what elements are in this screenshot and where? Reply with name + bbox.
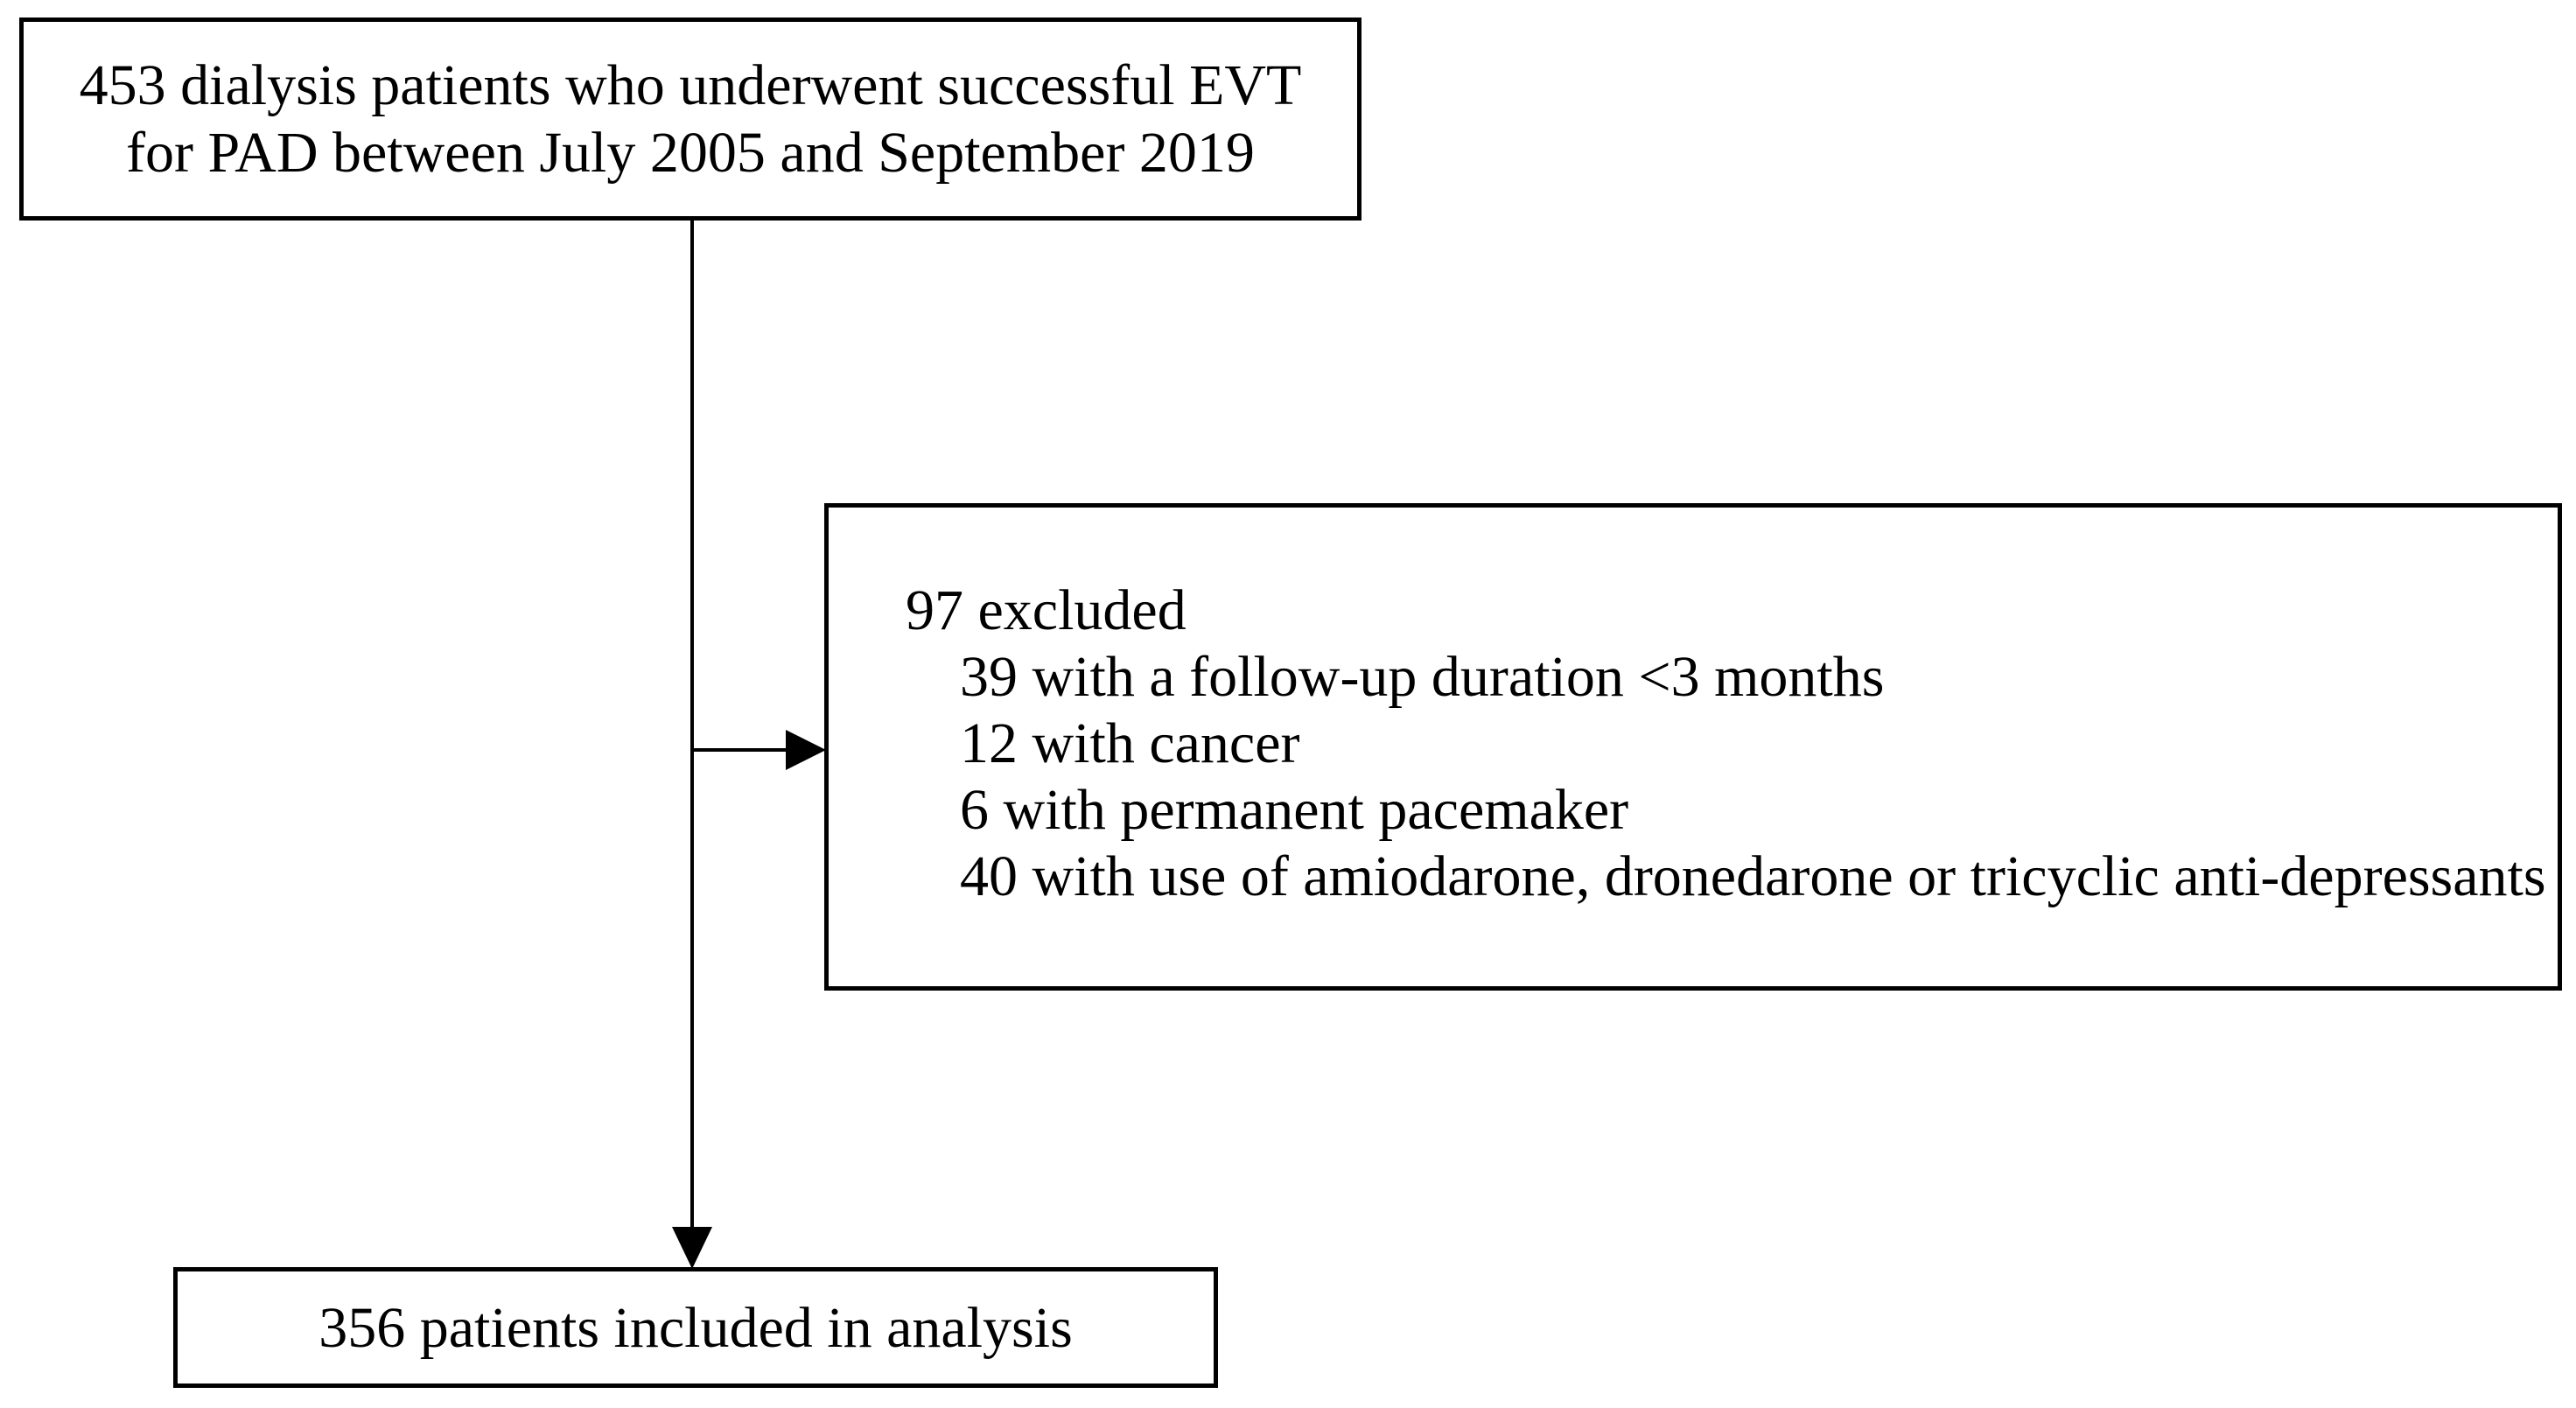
included-box: 356 patients included in analysis bbox=[173, 1267, 1218, 1388]
down-arrowhead-icon bbox=[672, 1227, 712, 1269]
exclusion-box: 97 excluded 39 with a follow-up duration… bbox=[824, 503, 2562, 991]
enrollment-line-2: for PAD between July 2005 and September … bbox=[126, 121, 1255, 185]
right-arrowhead-icon bbox=[786, 730, 826, 770]
included-text: 356 patients included in analysis bbox=[318, 1295, 1073, 1360]
exclusion-item-cancer: 12 with cancer bbox=[960, 711, 1300, 775]
exclusion-header: 97 excluded bbox=[906, 578, 1186, 642]
exclusion-item-medications: 40 with use of amiodarone, dronedarone o… bbox=[960, 844, 2546, 908]
exclusion-item-pacemaker: 6 with permanent pacemaker bbox=[960, 778, 1629, 842]
enrollment-line-1: 453 dialysis patients who underwent succ… bbox=[79, 53, 1302, 117]
enrollment-box: 453 dialysis patients who underwent succ… bbox=[19, 18, 1362, 221]
exclusion-item-followup: 39 with a follow-up duration <3 months bbox=[960, 645, 1885, 709]
